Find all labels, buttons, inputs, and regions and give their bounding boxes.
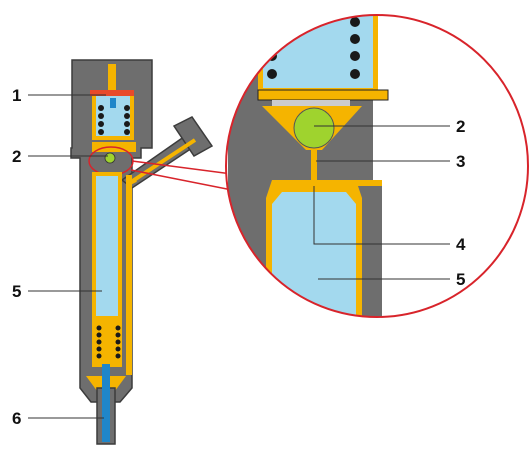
label-6: 6 — [12, 409, 21, 428]
leader-lines — [28, 94, 450, 419]
nozzle-spring-coil — [96, 325, 121, 359]
nozzle-needle — [102, 364, 110, 442]
label-5-left: 5 — [12, 282, 21, 301]
magnified-valve-ball — [293, 107, 335, 149]
label-3: 3 — [456, 152, 465, 171]
fuel-inlet-connector — [120, 116, 214, 189]
label-2-right: 2 — [456, 117, 465, 136]
magnified-orifice — [311, 146, 317, 184]
magnifier-ring — [225, 14, 529, 318]
valve-ball-small — [104, 152, 116, 164]
leader-4 — [313, 186, 450, 245]
zoom-line-top — [131, 160, 233, 175]
solenoid-red-part — [90, 90, 134, 96]
label-2-left: 2 — [12, 147, 21, 166]
magnified-spring-coil — [267, 17, 360, 79]
control-plunger — [96, 176, 118, 316]
upper-spring-coil — [98, 105, 130, 135]
high-pressure-channel — [126, 175, 132, 375]
zoom-line-bottom — [130, 169, 233, 191]
label-4: 4 — [456, 235, 466, 254]
label-1: 1 — [12, 86, 21, 105]
label-5-right: 5 — [456, 270, 465, 289]
injector-body — [70, 59, 214, 445]
